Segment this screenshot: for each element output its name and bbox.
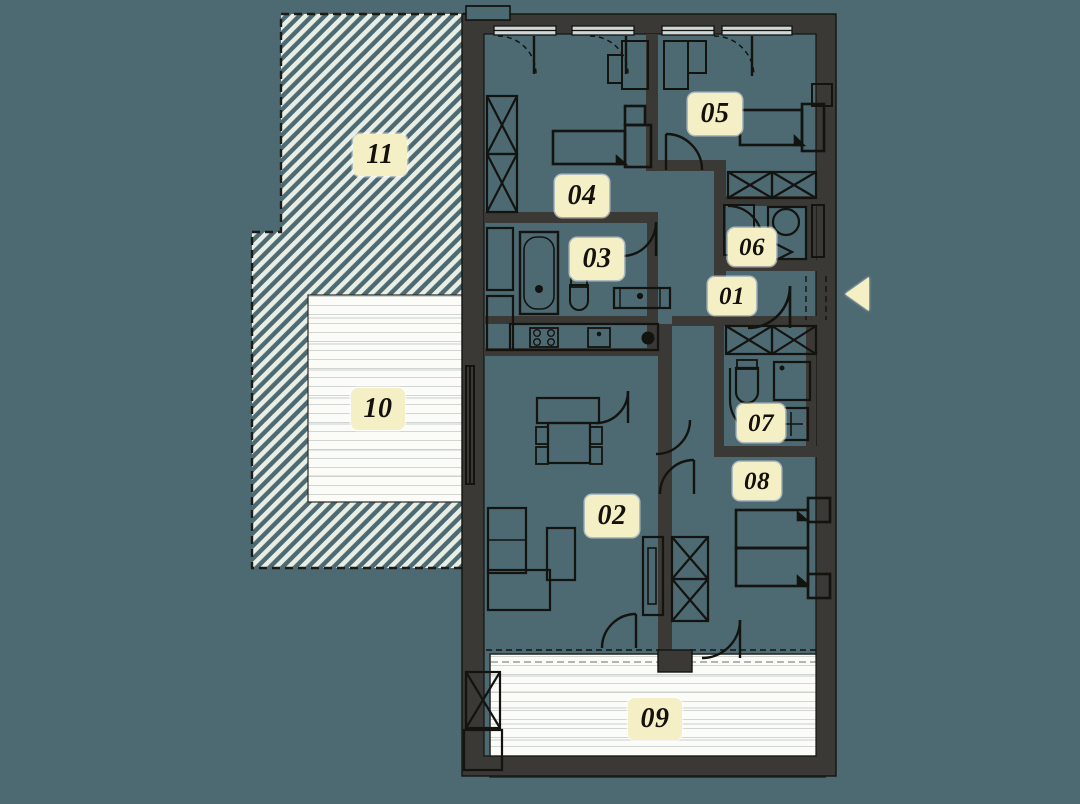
room-badge-04[interactable]: 04 [555, 175, 609, 217]
room-badge-09[interactable]: 09 [628, 698, 682, 740]
room-badge-06[interactable]: 06 [728, 228, 776, 266]
room-badge-02[interactable]: 02 [585, 495, 639, 537]
room-badge-01[interactable]: 01 [708, 277, 756, 315]
room-badge-07[interactable]: 07 [737, 404, 785, 442]
storage-box-sw [462, 670, 504, 772]
room-03-fixtures [485, 221, 672, 352]
room-badge-08[interactable]: 08 [733, 462, 781, 500]
room-badge-11[interactable]: 11 [353, 134, 407, 176]
room-04-furniture [485, 35, 653, 214]
room-badge-10[interactable]: 10 [351, 388, 405, 430]
room-badge-03[interactable]: 03 [570, 238, 624, 280]
room-01-elements [655, 276, 827, 456]
windows-north [493, 25, 793, 36]
shell-notch-nw [465, 5, 511, 21]
room-badge-05[interactable]: 05 [688, 93, 742, 135]
south-glazing [486, 649, 820, 673]
entry-direction-arrow [845, 277, 869, 311]
room-08-furniture [658, 458, 832, 660]
kitchen-counter [508, 322, 660, 352]
room-02-furniture [465, 365, 710, 649]
